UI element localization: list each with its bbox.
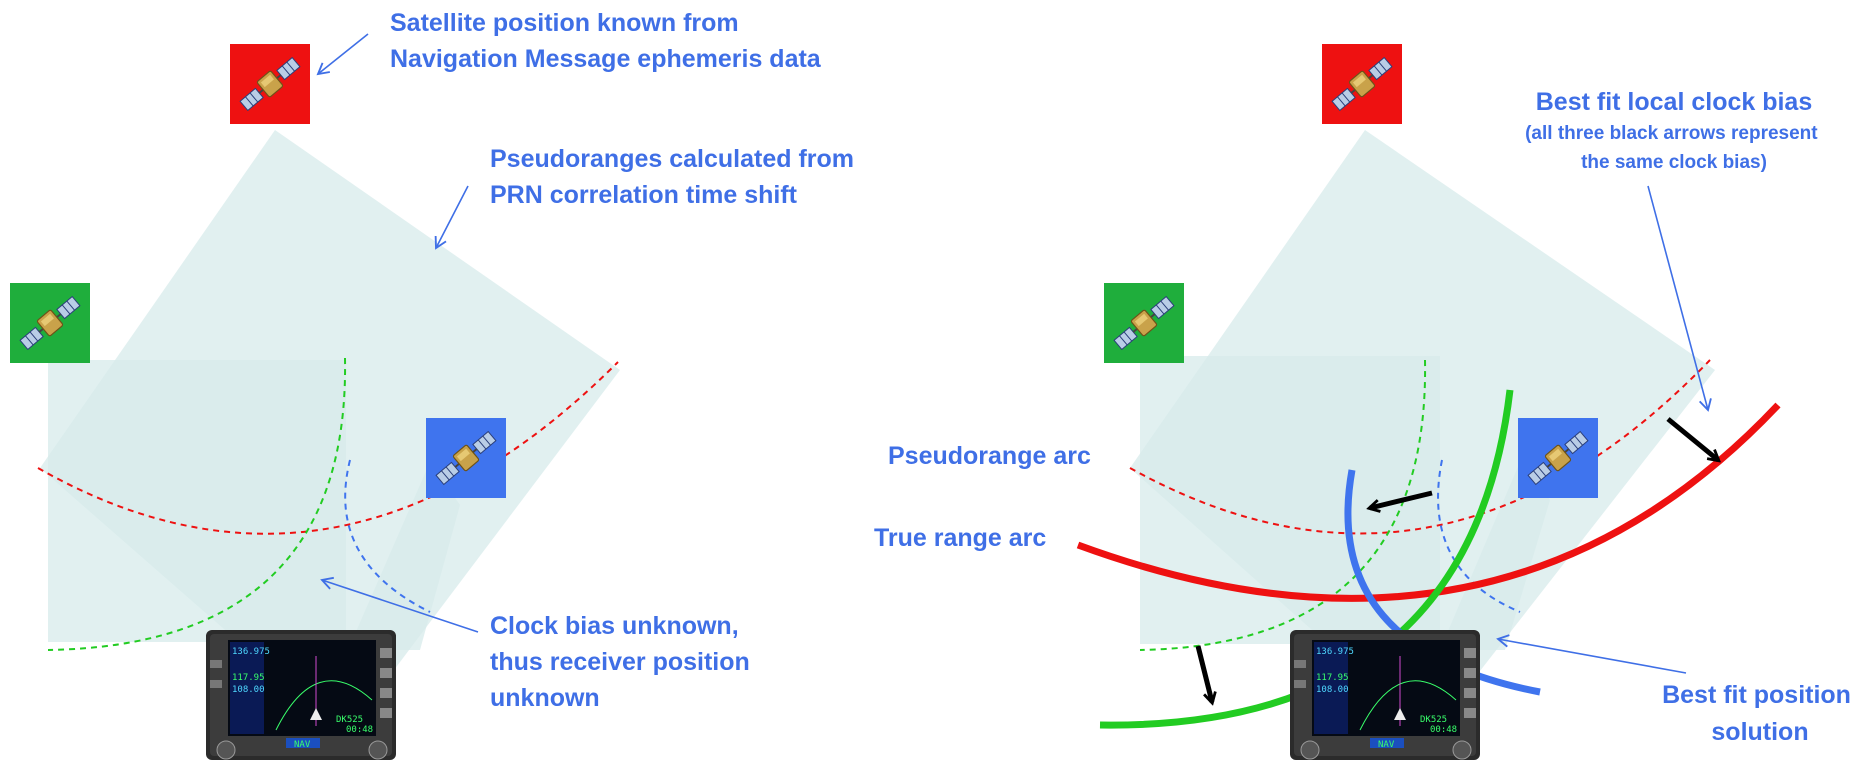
- best-fit-position-pointer-arrow: [1498, 639, 1686, 673]
- gps-freq-3-right: 108.00: [1316, 685, 1349, 695]
- gps-time: 00:48: [346, 725, 373, 735]
- green-satellite-icon-right: [1104, 283, 1184, 363]
- best-fit-position-line-1: Best fit position: [1662, 681, 1851, 709]
- right-panel: Best fit local clock bias (all three bla…: [874, 44, 1858, 760]
- bias-note-line-2: the same clock bias): [1581, 152, 1767, 173]
- blue-satellite-icon-right: [1518, 418, 1598, 498]
- clock-label-line-2: thus receiver position: [490, 648, 750, 676]
- satellite-pointer-arrow: [318, 34, 368, 74]
- gps-nav-key: NAV: [294, 740, 311, 750]
- true-range-arc-label: True range arc: [874, 524, 1046, 552]
- pseudorange-arc-label: Pseudorange arc: [888, 442, 1091, 470]
- gps-freq-1-right: 136.975: [1316, 647, 1354, 657]
- clock-label-line-3: unknown: [490, 684, 600, 712]
- best-fit-position-line-2: solution: [1711, 718, 1808, 746]
- pseudorange-pointer-arrow: [436, 186, 468, 248]
- satellite-position-label: Satellite position known from Navigation…: [390, 9, 822, 73]
- satellite-label-line-2: Navigation Message ephemeris data: [390, 45, 822, 73]
- gps-freq-3: 108.00: [232, 685, 265, 695]
- pseudoranges-label-line-1: Pseudoranges calculated from: [490, 145, 854, 173]
- clock-bias-arrow-green: [1198, 646, 1212, 702]
- gps-freq-1: 136.975: [232, 647, 270, 657]
- green-signal-cone: [48, 360, 346, 642]
- clock-bias-arrow-red: [1668, 419, 1718, 460]
- best-fit-position-label: Best fit position solution: [1662, 681, 1858, 746]
- pseudoranges-label: Pseudoranges calculated from PRN correla…: [490, 145, 861, 209]
- gps-receiver-right: 136.975 117.95 108.00 DK525 00:48 NAV: [1290, 630, 1480, 760]
- pseudoranges-label-line-2: PRN correlation time shift: [490, 181, 798, 209]
- green-satellite-icon: [10, 283, 90, 363]
- gps-freq-2: 117.95: [232, 673, 265, 683]
- blue-satellite-icon: [426, 418, 506, 498]
- gps-waypoint: DK525: [336, 715, 363, 725]
- best-fit-clock-bias-label: Best fit local clock bias: [1536, 88, 1813, 116]
- red-satellite-icon-right: [1322, 44, 1402, 124]
- gps-freq-2-right: 117.95: [1316, 673, 1349, 683]
- red-satellite-icon: [230, 44, 310, 124]
- satellite-label-line-1: Satellite position known from: [390, 9, 739, 37]
- bias-note-line-1: (all three black arrows represent: [1525, 123, 1818, 144]
- best-fit-clock-bias-note: (all three black arrows represent the sa…: [1525, 123, 1823, 173]
- gps-receiver-left: 136.975 117.95 108.00 DK525 00:48 NAV: [206, 630, 396, 760]
- clock-label-line-1: Clock bias unknown,: [490, 612, 739, 640]
- clock-bias-unknown-label: Clock bias unknown, thus receiver positi…: [490, 612, 757, 712]
- left-panel: Satellite position known from Navigation…: [10, 9, 861, 760]
- gps-nav-key-right: NAV: [1378, 740, 1395, 750]
- gps-time-right: 00:48: [1430, 725, 1457, 735]
- gps-waypoint-right: DK525: [1420, 715, 1447, 725]
